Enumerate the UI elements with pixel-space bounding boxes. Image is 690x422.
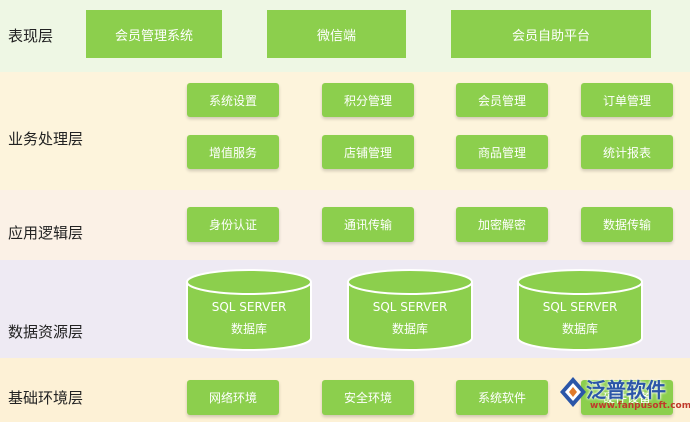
logo-name: 泛普软件 [586,378,666,402]
hardware-equipment-box: 硬件设备 [581,380,673,415]
database-type-label: SQL SERVER [372,300,448,314]
store-management-box: 店铺管理 [322,135,414,169]
database-icon [517,269,643,351]
member-management-system-box: 会员管理系统 [86,10,222,58]
business-layer-label: 业务处理层 [8,130,84,148]
fanpu-logo: 泛普软件 www.fanpusoft.com [556,372,690,418]
system-settings-box: 系统设置 [187,83,279,117]
authentication-box: 身份认证 [187,207,279,242]
product-management-box: 商品管理 [456,135,548,169]
value-added-services-box: 增值服务 [187,135,279,169]
database-label: 数据库 [391,322,428,336]
database-icon [186,269,312,351]
encryption-decryption-box: 加密解密 [456,207,548,242]
statistics-reports-box: 统计报表 [581,135,673,169]
order-management-box: 订单管理 [581,83,673,117]
member-self-service-box: 会员自助平台 [451,10,651,58]
infra-layer-label: 基础环境层 [8,389,84,407]
presentation-layer-label: 表现层 [8,27,54,45]
logic-layer-label: 应用逻辑层 [8,224,84,242]
database-icon [347,269,473,351]
wechat-box: 微信端 [267,10,406,58]
network-environment-box: 网络环境 [187,380,279,415]
logo-url: www.fanpusoft.com [590,401,690,411]
database-label: 数据库 [230,322,267,336]
member-management-box: 会员管理 [456,83,548,117]
system-software-box: 系统软件 [456,380,548,415]
data-transfer-box: 数据传输 [581,207,673,242]
database-cylinder: SQL SERVER 数据库 [346,268,474,352]
database-cylinder: SQL SERVER 数据库 [516,268,644,352]
database-cylinder: SQL SERVER 数据库 [185,268,313,352]
points-management-box: 积分管理 [322,83,414,117]
database-type-label: SQL SERVER [211,300,287,314]
security-environment-box: 安全环境 [322,380,414,415]
database-label: 数据库 [561,322,598,336]
database-type-label: SQL SERVER [542,300,618,314]
logo-icon [560,377,586,407]
data-layer-label: 数据资源层 [8,323,84,341]
communication-transfer-box: 通讯传输 [322,207,414,242]
